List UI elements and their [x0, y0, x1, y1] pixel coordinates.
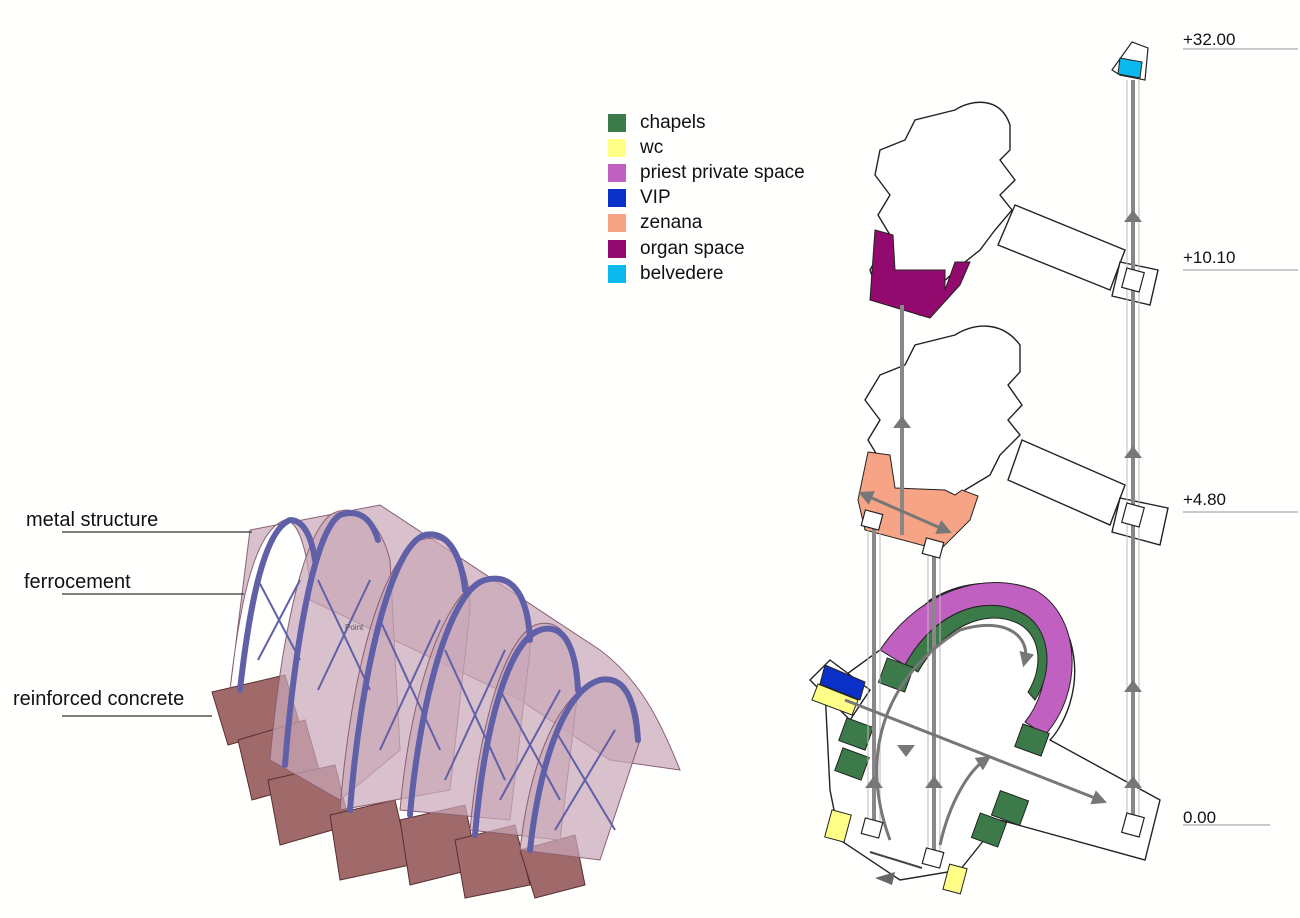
legend-label: organ space — [640, 237, 745, 259]
legend-item-vip: VIP — [608, 186, 805, 211]
model-note: Point — [345, 623, 364, 632]
label-reinforced-concrete: reinforced concrete — [13, 688, 185, 710]
legend-item-zenana: zenana — [608, 211, 805, 236]
zone-organ-space — [869, 229, 971, 319]
legend-label: VIP — [640, 187, 671, 209]
level-32: +32.00 — [1183, 30, 1236, 49]
legend-item-wc: wc — [608, 135, 805, 160]
entry-marker — [869, 851, 923, 885]
legend-label: priest private space — [640, 161, 805, 183]
metal-arches — [237, 510, 641, 853]
legend-swatch — [608, 138, 626, 157]
zone-belvedere — [1111, 41, 1149, 81]
label-ferrocement: ferrocement — [24, 571, 131, 593]
stair-cores — [860, 267, 1146, 869]
level-0: 0.00 — [1183, 808, 1217, 827]
metal-bracing — [257, 579, 616, 831]
legend-label: wc — [640, 136, 664, 158]
leader-lines — [62, 531, 252, 717]
structure-model: Point — [211, 504, 681, 899]
legend-swatch — [608, 264, 626, 283]
legend-label: belvedere — [640, 262, 724, 284]
legend-item-chapels: chapels — [608, 110, 805, 135]
level-lines — [1183, 48, 1298, 826]
zone-wc — [811, 683, 968, 895]
level-4: +4.80 — [1183, 490, 1227, 509]
legend-item-belvedere: belvedere — [608, 261, 805, 286]
legend-label: zenana — [640, 212, 703, 234]
legend-item-priest-private-space: priest private space — [608, 160, 805, 185]
level-10: +10.10 — [1183, 248, 1236, 267]
direction-arrows — [865, 210, 1142, 788]
legend-swatch — [608, 214, 626, 233]
legend-swatch — [608, 189, 626, 208]
flow-curves — [844, 491, 1107, 846]
legend-swatch — [608, 163, 626, 182]
legend-label: chapels — [640, 111, 706, 133]
legend: chapels wc priest private space VIP zena… — [608, 110, 805, 286]
label-metal-structure: metal structure — [26, 509, 159, 531]
legend-item-organ-space: organ space — [608, 236, 805, 261]
legend-swatch — [608, 113, 626, 132]
legend-swatch — [608, 239, 626, 258]
zone-vip — [819, 664, 866, 701]
